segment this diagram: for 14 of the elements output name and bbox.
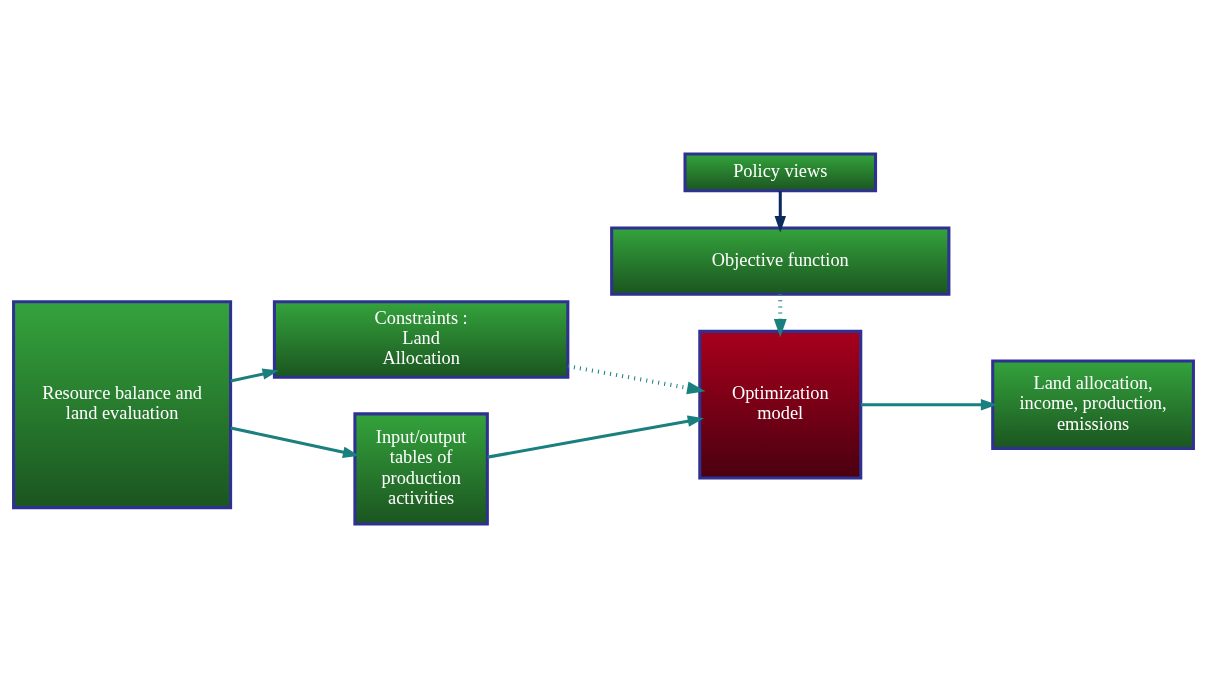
node-box: Policy views — [683, 152, 878, 192]
arrow — [487, 415, 705, 459]
node-box: Constraints : Land Allocation — [272, 299, 570, 379]
arrow — [773, 293, 787, 337]
node-box: Land allocation, income, production, emissions — [991, 358, 1195, 450]
arrow — [567, 363, 706, 394]
node-box: Objective function — [610, 225, 951, 296]
arrow — [230, 426, 360, 458]
node-box: Resource balance and land evaluation — [12, 299, 233, 509]
arrow — [860, 398, 998, 410]
node-box: Optimization model — [698, 329, 863, 480]
node-box: Input/output tables of production activities — [353, 411, 489, 525]
arrow — [230, 367, 279, 383]
arrow — [774, 190, 786, 232]
